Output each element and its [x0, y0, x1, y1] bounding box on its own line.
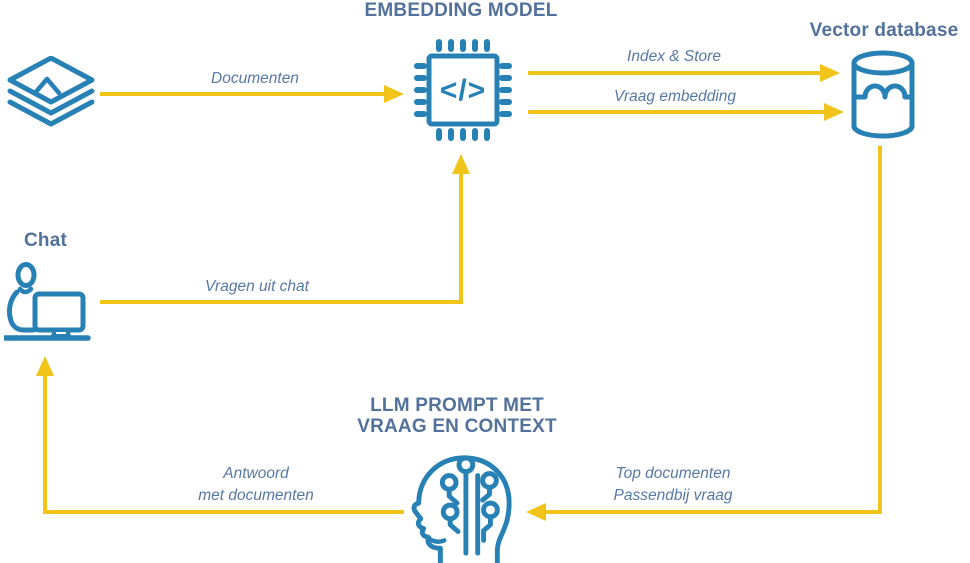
edge-label-index-store: Index & Store — [627, 48, 721, 65]
arrowhead-right-icon — [820, 64, 840, 82]
chip-code-icon: </> — [414, 39, 512, 141]
person-computer-icon — [4, 262, 91, 341]
chip-code-glyph: </> — [440, 74, 486, 107]
chat-title: Chat — [24, 230, 68, 251]
llm-prompt-title-line1: LLM PROMPT MET — [370, 395, 544, 416]
arrow-chat-to-embedding — [100, 172, 463, 304]
edge-label-documenten: Documenten — [211, 70, 299, 87]
edge-label-antwoord: Antwoord met documenten — [156, 463, 356, 507]
embedding-model-title: EMBEDDING MODEL — [364, 0, 558, 21]
arrowhead-up-icon — [452, 154, 470, 174]
document-stack-icon — [7, 56, 95, 127]
arrowhead-right-icon — [824, 103, 844, 121]
edge-label-vraag-embedding: Vraag embedding — [613, 88, 737, 105]
edge-label-top-documenten: Top documenten Passendbij vraag — [573, 463, 773, 507]
edge-label-antwoord-line1: Antwoord — [223, 465, 289, 482]
edge-label-antwoord-line2: met documenten — [198, 487, 314, 504]
edge-label-vragen-uit-chat: Vragen uit chat — [205, 278, 309, 295]
llm-prompt-title: LLM PROMPT MET VRAAG EN CONTEXT — [332, 395, 582, 437]
edge-label-top-documenten-line1: Top documenten — [615, 465, 731, 482]
vector-database-title: Vector database — [809, 20, 959, 41]
ai-head-icon — [411, 455, 512, 563]
arrow-llm-to-chat — [43, 374, 404, 514]
arrow-db-to-llm — [544, 146, 882, 514]
arrowhead-left-icon — [526, 503, 546, 521]
arrowhead-right-icon — [384, 85, 404, 103]
database-icon — [851, 50, 915, 139]
llm-prompt-title-line2: VRAAG EN CONTEXT — [357, 416, 557, 437]
edge-label-top-documenten-line2: Passendbij vraag — [613, 487, 733, 504]
arrowhead-up-icon — [36, 356, 54, 376]
